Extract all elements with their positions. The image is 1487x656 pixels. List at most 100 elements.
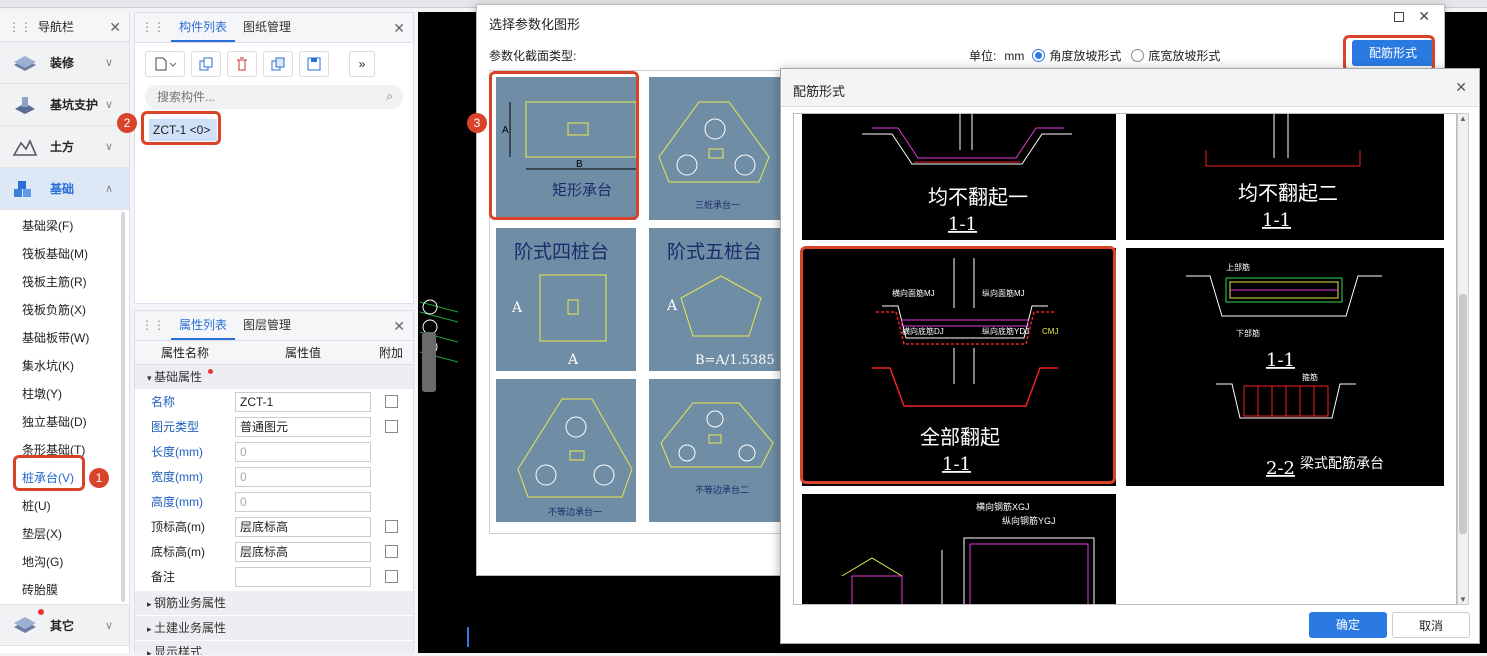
property-value[interactable] (235, 566, 371, 587)
property-value[interactable]: 0 (235, 441, 371, 462)
tab-component-list[interactable]: 构件列表 (171, 12, 236, 42)
radio-angle[interactable] (1032, 49, 1046, 62)
shape-tile-unequal-one[interactable]: 不等边承台一 (496, 379, 636, 522)
nav-group-decoration[interactable]: 装修 ∨ (0, 42, 129, 84)
shape-tile-step-five[interactable]: 阶式五桩台 A B=A/1.5385 (649, 228, 783, 371)
shape-tile-three-pile[interactable]: 三桩承台一 (649, 77, 783, 220)
cancel-button[interactable]: 取消 (1392, 612, 1470, 638)
property-value[interactable]: 普通图元 (235, 416, 371, 437)
nav-item-brick-mold[interactable]: 砖胎膜 (22, 583, 59, 597)
component-search[interactable]: ⌕ (145, 85, 403, 109)
required-dot (208, 369, 214, 374)
rebar-cell-beam-style[interactable]: 上部筋 下部筋 1-1 箍筋 2-2 梁式配筋承台 (1126, 248, 1444, 486)
scroll-up-icon[interactable]: ▲ (1459, 114, 1467, 123)
property-checkbox[interactable] (385, 395, 398, 408)
nav-group-foundation[interactable]: 基础 ∧ (0, 168, 129, 210)
nav-item-trench[interactable]: 地沟(G) (22, 555, 64, 569)
section-display[interactable]: ▸ 显示样式 (135, 641, 413, 655)
nav-item-strip-foundation[interactable]: 条形基础(T) (22, 443, 86, 457)
radio-angle-label[interactable]: 角度放坡形式 (1049, 49, 1122, 63)
nav-item-isolated-foundation[interactable]: 独立基础(D) (22, 415, 87, 429)
tab-layer-management[interactable]: 图层管理 (243, 318, 292, 332)
navigation-panel: ⋮⋮ 导航栏 ✕ 装修 ∨ 基坑支护 ∨ 土方 ∨ 基础 ∧ 基础梁(F) 筏板… (0, 12, 130, 653)
property-name: 高度(mm) (151, 495, 203, 509)
nav-group-excavation-support[interactable]: 基坑支护 ∨ (0, 84, 129, 126)
close-icon[interactable]: ✕ (393, 20, 405, 36)
rebar-form-button[interactable]: 配筋形式 (1352, 40, 1434, 66)
section-rebar[interactable]: ▸ 钢筋业务属性 (135, 591, 413, 615)
close-icon[interactable]: ✕ (1455, 79, 1467, 95)
property-row: 图元类型普通图元 (135, 414, 413, 439)
property-checkbox[interactable] (385, 420, 398, 433)
property-checkbox[interactable] (385, 545, 398, 558)
more-button[interactable]: » (349, 51, 375, 77)
rebar-cell-no-bend-two[interactable]: 均不翻起二 1-1 (1126, 114, 1444, 240)
nav-item-pile-cap[interactable]: 桩承台(V) (22, 471, 74, 485)
delete-button[interactable] (227, 51, 257, 77)
search-input[interactable] (145, 85, 365, 109)
shape-tile-step-four[interactable]: 阶式四桩台 A A (496, 228, 636, 371)
dim-formula: B=A/1.5385 (695, 353, 775, 368)
property-value[interactable]: 层底标高 (235, 541, 371, 562)
close-icon[interactable]: ✕ (1418, 8, 1430, 24)
component-item[interactable]: ZCT-1 <0> (149, 119, 217, 141)
drag-handle-icon[interactable]: ⋮⋮ (8, 19, 32, 34)
unit-row: 单位: mm 角度放坡形式 底宽放坡形式 (969, 47, 1220, 64)
nav-title: 导航栏 (38, 20, 75, 34)
shape-tile-unequal-two[interactable]: 不等边承台二 (649, 379, 783, 522)
foundation-icon (14, 180, 31, 197)
rebar-grid-scrollbar[interactable]: ▲ ▼ (1457, 113, 1469, 605)
property-value[interactable]: 层底标高 (235, 516, 371, 537)
nav-item-pile[interactable]: 桩(U) (22, 499, 51, 513)
property-value[interactable]: 0 (235, 466, 371, 487)
drag-handle-icon[interactable]: ⋮⋮ (141, 318, 165, 332)
rebar-cell-plan-view[interactable]: 横向钢筋XGJ 纵向钢筋YGJ (802, 494, 1116, 604)
rebar-cell-all-bent[interactable]: 横向面筋MJ 纵向面筋MJ 横向底筋DJ 纵向底筋YDJ CMJ 全部翻起 1-… (802, 248, 1116, 486)
duplicate-button[interactable] (263, 51, 293, 77)
drag-handle-icon[interactable]: ⋮⋮ (141, 20, 165, 34)
nav-item-column-pier[interactable]: 柱墩(Y) (22, 387, 62, 401)
property-checkbox[interactable] (385, 570, 398, 583)
cell-title: 均不翻起二 (1238, 181, 1338, 205)
rect-cap-diagram: A B 矩形承台 (502, 101, 636, 199)
close-icon[interactable]: ✕ (109, 19, 121, 35)
save-button[interactable] (299, 51, 329, 77)
nav-group-label: 土方 (50, 140, 75, 154)
radio-bottom-width[interactable] (1131, 49, 1145, 62)
section-civil[interactable]: ▸ 土建业务属性 (135, 616, 413, 640)
copy-button[interactable] (191, 51, 221, 77)
new-component-button[interactable] (145, 51, 185, 77)
cell-section: 1-1 (942, 454, 971, 475)
nav-item-foundation-beam[interactable]: 基础梁(F) (22, 219, 74, 233)
shape-tile-rect-cap[interactable]: A B 矩形承台 (496, 77, 636, 220)
nav-item-sump-pit[interactable]: 集水坑(K) (22, 359, 74, 373)
scroll-down-icon[interactable]: ▼ (1459, 595, 1467, 604)
tab-drawing-management[interactable]: 图纸管理 (243, 20, 292, 34)
maximize-icon[interactable] (1394, 12, 1404, 22)
property-value[interactable]: ZCT-1 (235, 391, 371, 412)
nav-group-earthwork[interactable]: 土方 ∨ (0, 126, 129, 168)
nav-item-raft-negative-rebar[interactable]: 筏板负筋(X) (22, 303, 86, 317)
section-foundation-properties[interactable]: ▾ 基础属性 (135, 365, 413, 389)
nav-item-cushion[interactable]: 垫层(X) (22, 527, 62, 541)
nav-item-foundation-strip[interactable]: 基础板带(W) (22, 331, 90, 345)
nav-scrollbar[interactable] (121, 212, 125, 602)
confirm-button[interactable]: 确定 (1309, 612, 1387, 638)
expand-icon: ▸ (147, 648, 155, 655)
nav-item-raft-foundation[interactable]: 筏板基础(M) (22, 247, 88, 261)
dim-letter-a: A (666, 298, 678, 314)
search-icon[interactable]: ⌕ (386, 89, 393, 103)
column-value: 属性值 (284, 346, 321, 360)
column-name: 属性名称 (160, 346, 209, 360)
close-icon[interactable]: ✕ (393, 318, 405, 334)
nav-group-other[interactable]: 其它 ∨ (0, 604, 129, 646)
property-checkbox[interactable] (385, 520, 398, 533)
rebar-annotation: CMJ (1042, 327, 1058, 336)
cad-collapse-handle[interactable] (422, 332, 436, 392)
property-value[interactable]: 0 (235, 491, 371, 512)
rebar-cell-no-bend-one[interactable]: 均不翻起一 1-1 (802, 114, 1116, 240)
radio-bottom-width-label[interactable]: 底宽放坡形式 (1148, 49, 1221, 63)
scroll-thumb[interactable] (1459, 294, 1467, 534)
tab-property-list[interactable]: 属性列表 (171, 310, 236, 340)
nav-item-raft-main-rebar[interactable]: 筏板主筋(R) (22, 275, 87, 289)
